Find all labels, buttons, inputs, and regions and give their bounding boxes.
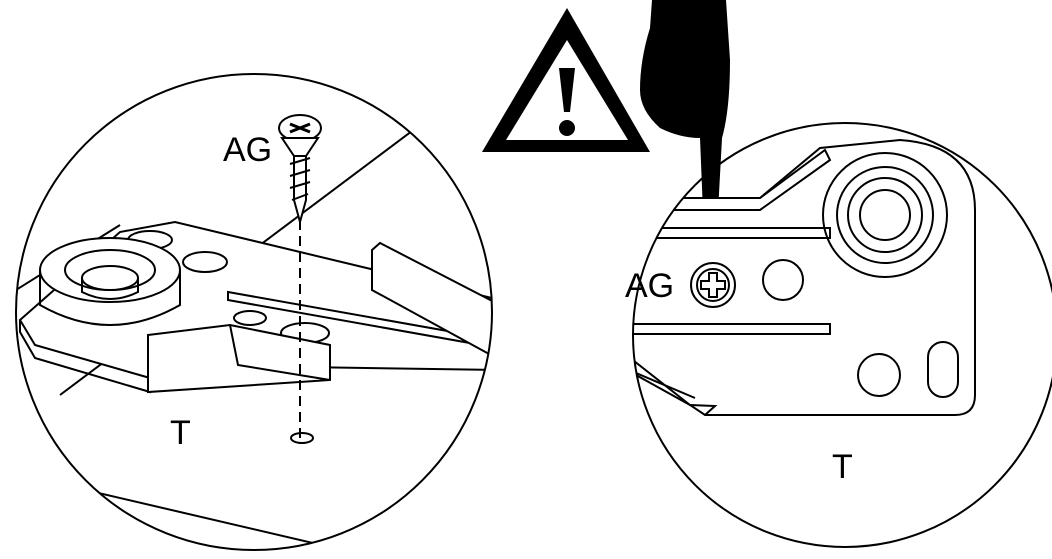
frame-edge-line xyxy=(16,469,361,550)
left-detail-circle xyxy=(15,73,493,551)
right-detail-circle xyxy=(632,122,1052,548)
leader-line xyxy=(182,544,191,550)
right-screw-label: AG xyxy=(625,267,674,305)
phillips-head-icon xyxy=(690,262,736,308)
pointing-hand-icon xyxy=(640,0,730,217)
slot-hole xyxy=(927,341,959,398)
mounting-hole xyxy=(762,259,804,301)
left-detail-view: AG T xyxy=(15,73,493,551)
pivot-ring xyxy=(822,152,948,278)
hinge-plate-outline xyxy=(633,138,976,416)
right-part-label: T xyxy=(832,448,853,486)
warning-triangle-icon xyxy=(482,8,650,152)
pilot-hole xyxy=(290,432,314,444)
hinge-plate xyxy=(18,220,492,394)
right-detail-view: AG T xyxy=(625,122,1052,548)
countersunk-screw-icon xyxy=(278,114,322,226)
left-screw-label: AG xyxy=(223,131,272,169)
mounting-hole xyxy=(857,353,901,397)
left-part-label: T xyxy=(170,414,191,452)
